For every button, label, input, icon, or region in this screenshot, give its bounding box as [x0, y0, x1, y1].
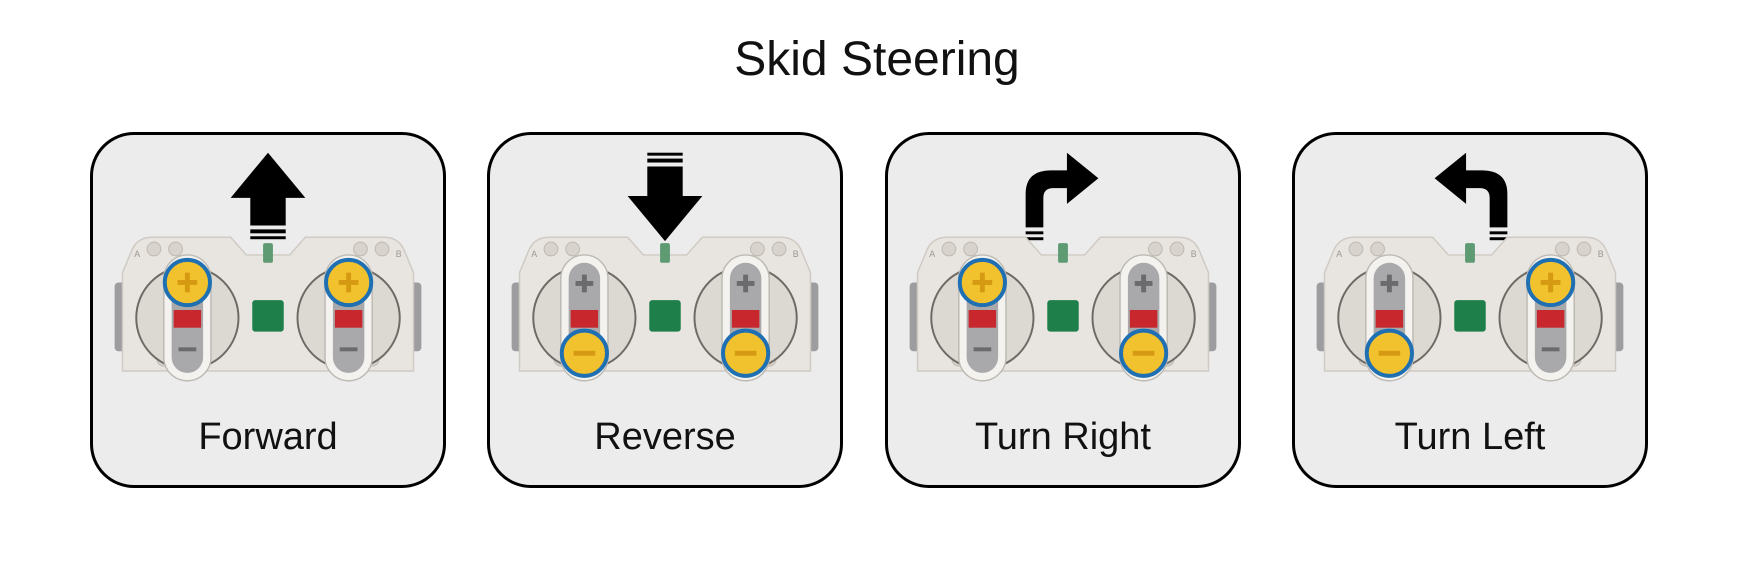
svg-text:B: B [1598, 249, 1604, 259]
left-dial [135, 254, 240, 382]
panel-label: Reverse [594, 416, 736, 458]
svg-text:A: A [531, 249, 537, 259]
arrow-up-icon [230, 152, 306, 240]
arrow-turn-right-icon [1025, 152, 1099, 241]
svg-text:A: A [1336, 249, 1342, 259]
svg-text:A: A [929, 249, 935, 259]
right-dial [1091, 254, 1196, 382]
svg-text:B: B [396, 249, 402, 259]
right-dial [693, 254, 798, 382]
panel-label: Turn Left [1394, 416, 1546, 458]
green-center-button [252, 300, 284, 332]
green-center-button [1454, 300, 1486, 332]
svg-text:B: B [793, 249, 799, 259]
arrow-turn-left-icon [1434, 152, 1508, 241]
right-dial [296, 254, 401, 382]
panel-label: Forward [198, 416, 338, 458]
left-dial [532, 254, 637, 382]
left-dial [930, 254, 1035, 382]
left-dial [1337, 254, 1442, 382]
green-center-button [649, 300, 681, 332]
green-center-button [1047, 300, 1079, 332]
arrow-down-icon [627, 152, 703, 242]
svg-text:B: B [1191, 249, 1197, 259]
right-dial [1498, 254, 1603, 382]
panel-label: Turn Right [975, 416, 1151, 458]
page-title: Skid Steering [734, 33, 1020, 86]
svg-text:A: A [134, 249, 140, 259]
